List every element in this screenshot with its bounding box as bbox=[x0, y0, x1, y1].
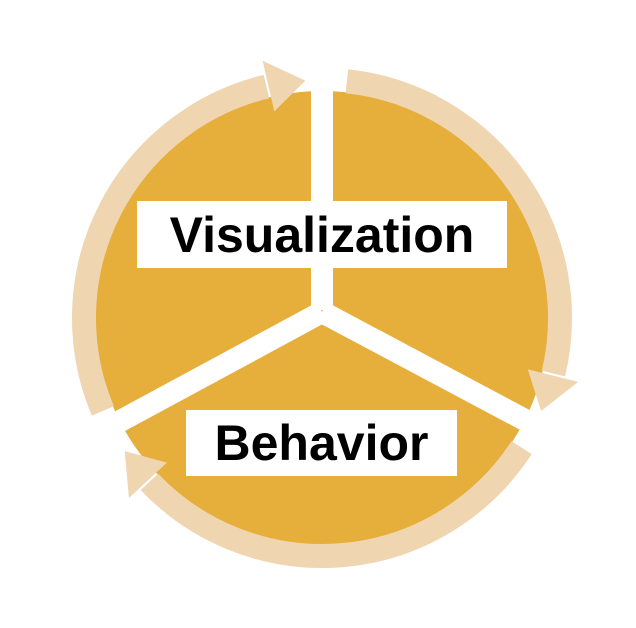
arc-left-to-top bbox=[72, 74, 270, 416]
arrowhead-icon bbox=[124, 451, 167, 499]
dividers bbox=[94, 60, 546, 442]
arrowhead-icon bbox=[527, 369, 579, 411]
arc-right-to-left bbox=[140, 441, 532, 568]
cycle-ring bbox=[72, 60, 579, 568]
divider-lower-right bbox=[316, 302, 546, 438]
divider-lower-left bbox=[94, 302, 328, 442]
behavior-label: Behavior bbox=[186, 410, 457, 476]
arrowhead-icon bbox=[262, 60, 306, 112]
arc-top-to-right bbox=[345, 69, 572, 377]
visualization-label: Visualization bbox=[137, 201, 507, 268]
